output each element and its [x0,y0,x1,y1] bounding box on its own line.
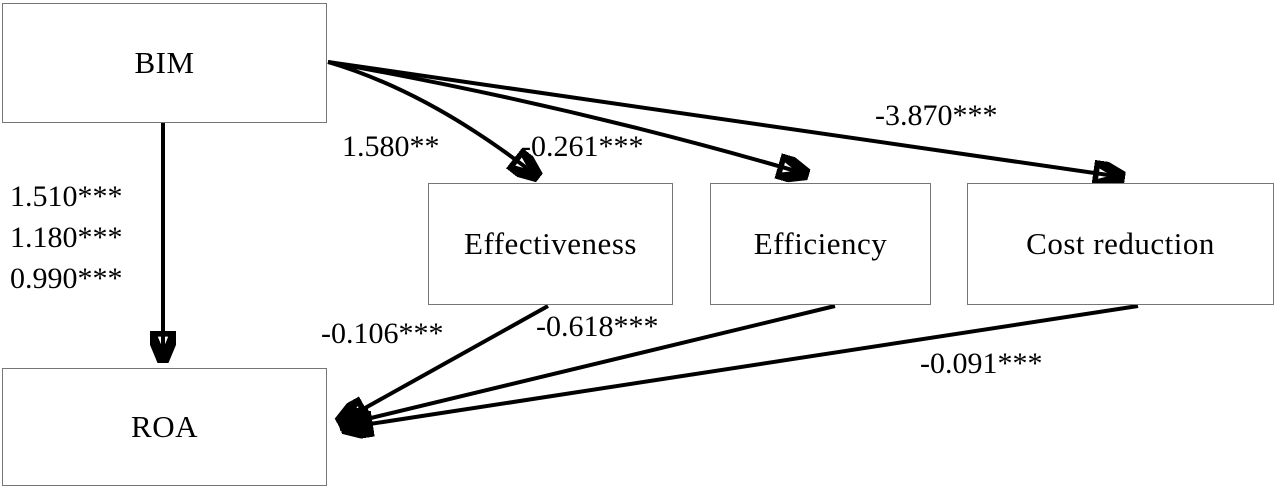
edge-label-bim-roa: 1.510*** 1.180*** 0.990*** [10,182,123,305]
node-bim-label: BIM [134,45,195,80]
edge-label-effectiveness-roa: -0.106*** [321,317,444,350]
node-bim: BIM [2,3,327,123]
node-roa: ROA [2,368,327,486]
edge-label-bim-roa-1: 1.510*** [10,180,123,213]
edge-label-bim-cost-reduction: -3.870*** [875,99,998,132]
edge-label-bim-roa-3: 0.990*** [10,262,123,295]
node-cost-reduction: Cost reduction [967,183,1274,305]
node-efficiency-label: Efficiency [753,226,888,261]
edge-label-bim-effectiveness: 1.580** [342,130,440,163]
edge-label-bim-efficiency: -0.261*** [521,130,644,163]
edge-label-bim-roa-2: 1.180*** [10,221,123,254]
edge-label-efficiency-roa: -0.618*** [536,310,659,343]
node-roa-label: ROA [131,409,198,444]
node-effectiveness: Effectiveness [428,183,673,305]
node-cost-reduction-label: Cost reduction [1026,226,1215,261]
node-efficiency: Efficiency [710,183,931,305]
edge-label-cost-reduction-roa: -0.091*** [920,347,1043,380]
node-effectiveness-label: Effectiveness [464,226,637,261]
arrow-bim-to-cost-reduction [327,60,1122,177]
